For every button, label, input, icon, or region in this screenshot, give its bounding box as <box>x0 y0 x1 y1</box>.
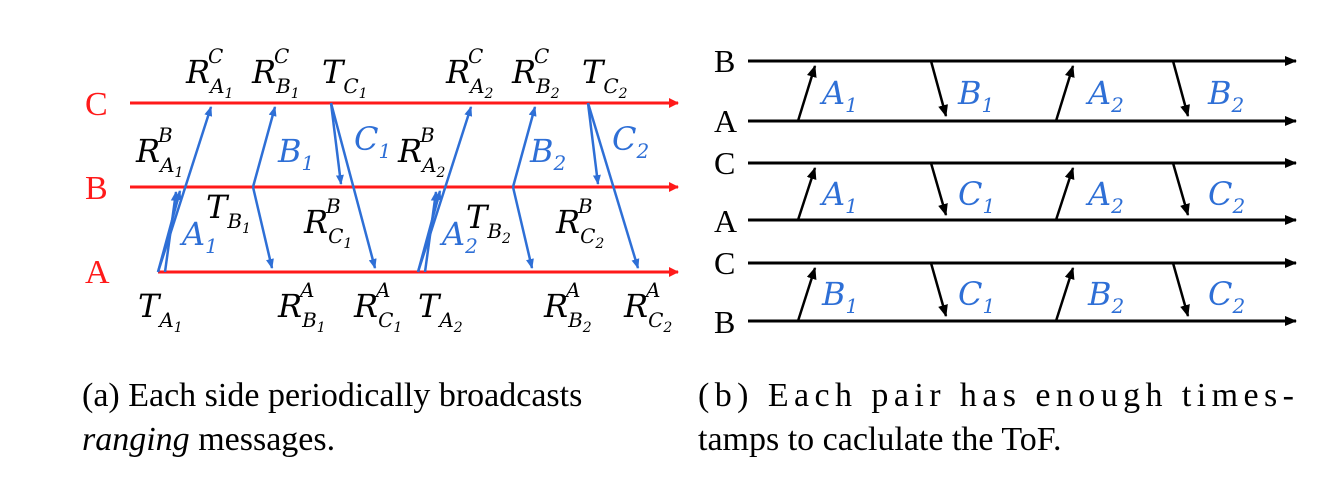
msg-b1: B1 <box>277 132 314 175</box>
pair-row-3-msg-4-arrow <box>1171 262 1190 317</box>
label-r-b2-a: RB2A <box>543 278 592 336</box>
pair-row-3-msg-2: C1 <box>958 275 995 318</box>
node-label-a: A <box>85 254 110 291</box>
pair-row-3-msg-3: B2 <box>1087 275 1124 318</box>
arrow-c2-to-b <box>586 102 601 185</box>
pair-row-1-msg-4: B2 <box>1207 74 1244 117</box>
pair-row-1-msg-2: B1 <box>957 74 994 117</box>
label-t-b2: TB2 <box>466 198 511 247</box>
caption-a-line1: (a) Each side periodically broadcasts <box>82 377 582 414</box>
arrow-a1-to-c <box>156 106 213 273</box>
arrow-c1-to-a <box>329 102 377 269</box>
pair-row-3-msg-3-arrow <box>1054 267 1075 322</box>
label-r-b2-c: RB2C <box>511 44 560 102</box>
pair-row-1: B A A1 B1 A2 B2 <box>714 43 1297 139</box>
arrow-a2-to-c <box>416 106 473 273</box>
arrow-b1-to-c <box>251 106 277 188</box>
label-t-a1: TA1 <box>138 287 183 336</box>
arrow-c2-to-a <box>586 102 640 269</box>
pair-row-2: C A A1 C1 A2 C2 <box>714 145 1297 239</box>
label-r-a2-b: RA2B <box>397 123 446 181</box>
pair-row-2-msg-3: A2 <box>1085 175 1124 218</box>
pair-row-2-msg-1-arrow <box>796 167 817 221</box>
pair-row-2-msg-4: C2 <box>1208 175 1245 218</box>
label-t-c2: TC2 <box>582 53 628 102</box>
pair-row-3: C B B1 C1 B2 C2 <box>714 245 1297 340</box>
arrow-a1-to-b <box>156 190 182 273</box>
pair-row-3-msg-4: C2 <box>1208 275 1245 318</box>
pair-row-3-bottom-label: B <box>714 304 735 340</box>
pair-row-3-msg-2-arrow <box>929 262 948 317</box>
label-r-b1-c: RB1C <box>251 44 300 102</box>
arrow-b2-to-a <box>511 186 534 269</box>
msg-a2: A2 <box>439 215 478 258</box>
pair-row-3-msg-1-arrow <box>796 267 817 322</box>
pair-row-2-msg-1: A1 <box>819 175 858 218</box>
pair-row-1-msg-1-arrow <box>796 65 817 122</box>
label-r-b1-a: RB1A <box>277 278 326 336</box>
arrow-a1-to-b-2 <box>163 191 179 273</box>
label-r-a1-b: RA1B <box>135 123 183 181</box>
msg-b2: B2 <box>529 132 566 175</box>
caption-b-line2: tamps to caclulate the ToF. <box>698 421 1061 458</box>
msg-a1: A1 <box>179 215 218 258</box>
label-r-c2-b: RC2B <box>555 194 604 252</box>
label-t-c1: TC1 <box>322 53 368 102</box>
caption-b-line1: (b) Each pair has enough times- <box>698 377 1294 414</box>
label-r-a2-c: RA2C <box>445 44 494 102</box>
msg-c2: C2 <box>612 120 649 163</box>
pair-row-2-msg-2-arrow <box>929 162 948 216</box>
msg-c1: C1 <box>354 120 391 163</box>
pair-row-3-msg-1: B1 <box>821 275 858 318</box>
panel-b: B A A1 B1 A2 B2 C A <box>698 43 1297 458</box>
pair-row-1-msg-1: A1 <box>819 74 858 117</box>
label-r-c1-a: RC1A <box>353 278 402 336</box>
pair-row-1-msg-4-arrow <box>1171 60 1190 117</box>
arrow-a2-to-b-2 <box>423 191 439 273</box>
label-t-a2: TA2 <box>418 287 463 336</box>
pair-row-2-bottom-label: A <box>714 203 737 239</box>
pair-row-2-top-label: C <box>714 145 735 181</box>
label-r-a1-c: RA1C <box>185 44 233 102</box>
panel-a: C B A RA1C RB1C TC1 RA2C RB2C TC2 RA1B <box>82 44 679 458</box>
pair-row-1-msg-3-arrow <box>1054 65 1075 122</box>
label-t-b1: TB1 <box>206 188 251 237</box>
arrow-b2-to-c <box>511 106 537 188</box>
node-label-b: B <box>85 170 108 207</box>
pair-row-1-top-label: B <box>714 43 735 79</box>
pair-row-1-msg-2-arrow <box>929 60 948 117</box>
pair-row-2-msg-2: C1 <box>958 175 995 218</box>
pair-row-2-msg-3-arrow <box>1054 167 1075 221</box>
pair-row-1-msg-3: A2 <box>1085 74 1124 117</box>
label-r-c1-b: RC1B <box>303 194 352 252</box>
pair-row-1-bottom-label: A <box>714 103 737 139</box>
caption-a-line2: ranging messages. <box>82 421 335 458</box>
label-r-c2-a: RC2A <box>623 278 672 336</box>
pair-row-2-msg-4-arrow <box>1171 162 1190 216</box>
arrow-a2-to-b <box>416 190 442 273</box>
arrow-b1-to-a <box>251 186 274 269</box>
node-label-c: C <box>85 86 108 123</box>
arrow-c1-to-b <box>329 102 344 185</box>
pair-row-3-top-label: C <box>714 245 735 281</box>
